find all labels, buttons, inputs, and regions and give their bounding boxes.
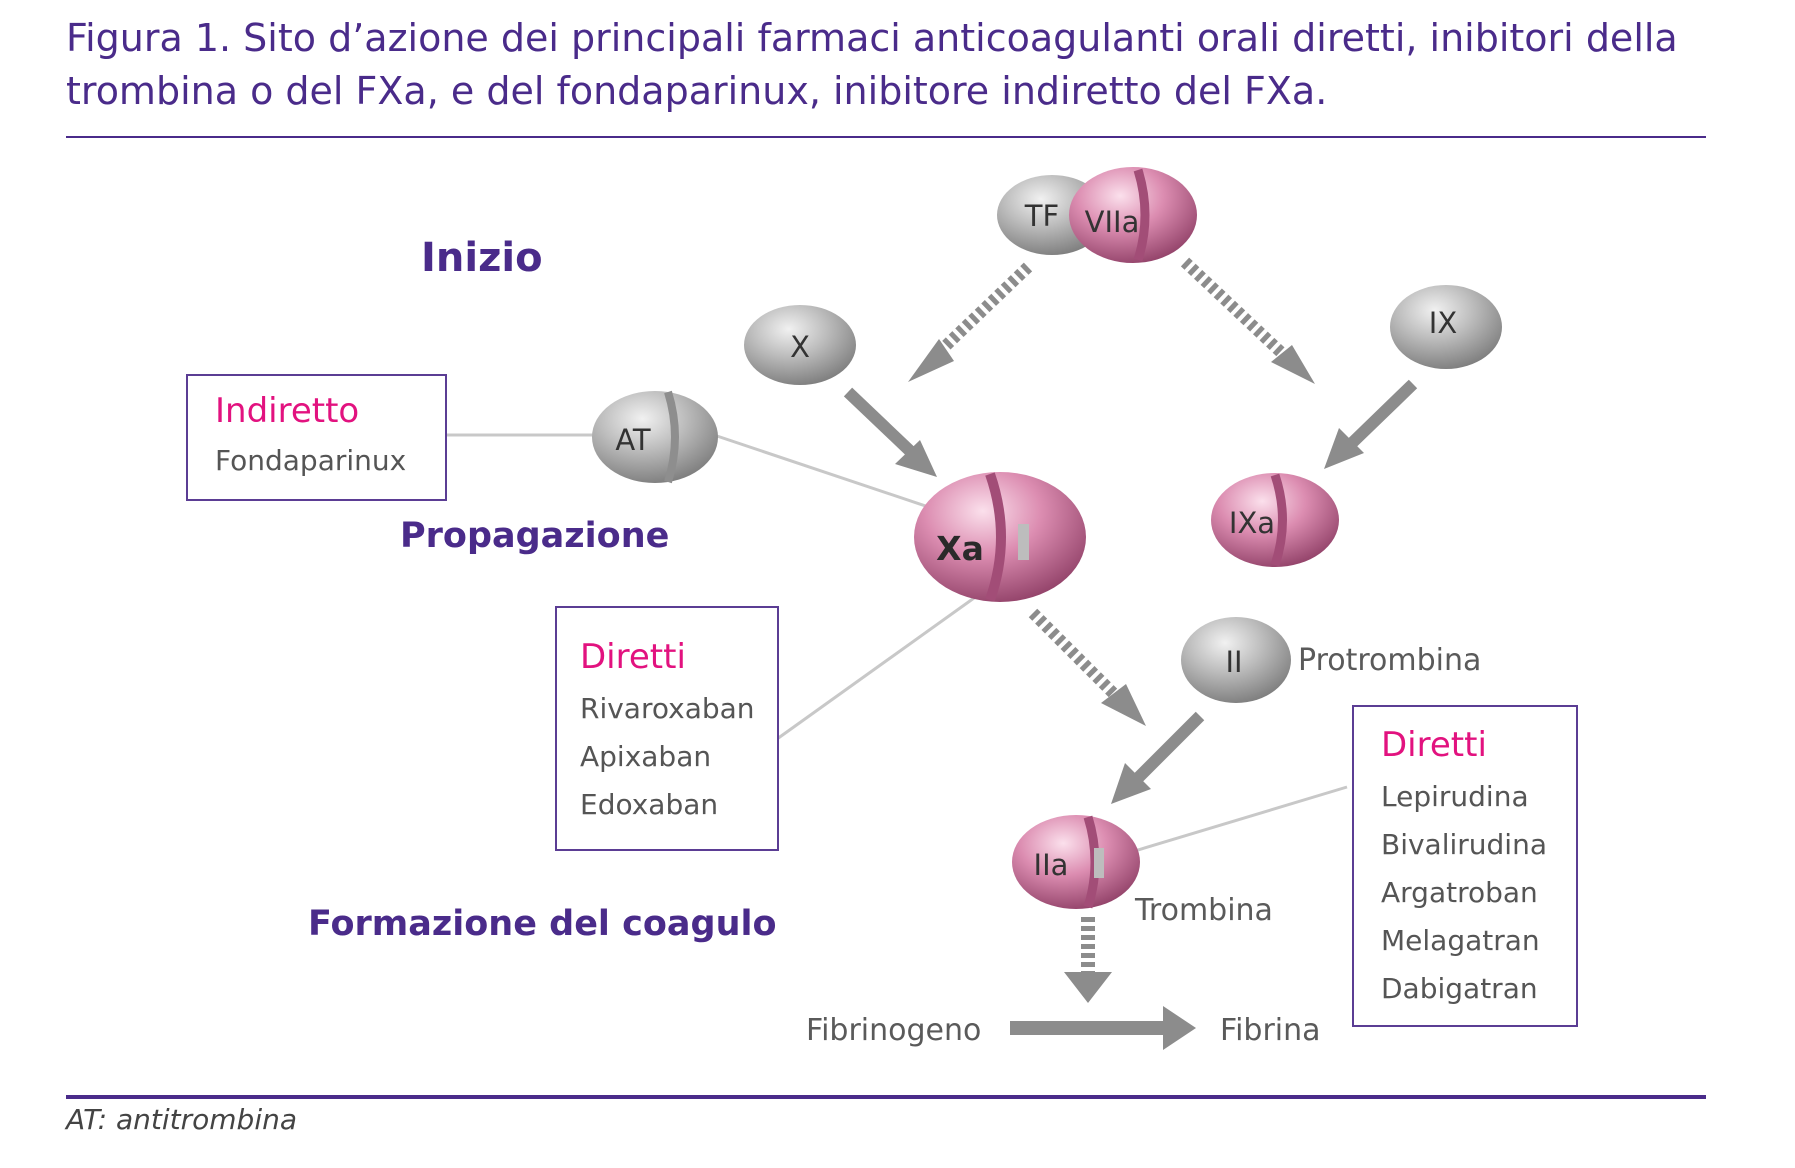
- diretti-xa-heading: Diretti: [580, 637, 686, 677]
- svg-text:IIa: IIa: [1034, 848, 1069, 882]
- diretti-iia-connector-line: [1097, 785, 1348, 864]
- protrombina-label: Protrombina: [1298, 643, 1481, 678]
- diretti-iia-item: Melagatran: [1381, 924, 1540, 957]
- viia-molecule: VIIa: [1069, 167, 1197, 263]
- diretti-iia-item: Argatroban: [1381, 876, 1538, 909]
- footer-rule: [66, 1095, 1706, 1099]
- svg-text:IXa: IXa: [1229, 506, 1275, 540]
- dashed-arrow-xa-to-iia: [1028, 608, 1146, 726]
- diretti-iia-item: Bivalirudina: [1381, 828, 1547, 861]
- ixa-molecule: IXa: [1211, 473, 1339, 567]
- dashed-arrow-iia-to-fibrin: [1064, 917, 1112, 1003]
- dashed-arrow-viia-to-x: [908, 262, 1033, 382]
- diretti-iia-item: Lepirudina: [1381, 780, 1529, 813]
- fibrinogeno-label: Fibrinogeno: [806, 1013, 981, 1048]
- indiretto-item: Fondaparinux: [215, 444, 406, 477]
- stage-propagazione: Propagazione: [400, 516, 669, 556]
- iia-inhibition-site: [1094, 848, 1104, 878]
- svg-text:X: X: [790, 330, 810, 364]
- svg-text:VIIa: VIIa: [1085, 205, 1140, 239]
- diretti-iia-heading: Diretti: [1381, 725, 1487, 765]
- title-rule: [66, 136, 1706, 138]
- diretti-xa-item: Rivaroxaban: [580, 692, 755, 725]
- svg-text:IX: IX: [1429, 306, 1457, 340]
- indiretto-heading: Indiretto: [215, 391, 359, 431]
- svg-text:TF: TF: [1024, 199, 1059, 233]
- ix-molecule: IX: [1390, 285, 1502, 369]
- indiretto-box: Indiretto Fondaparinux: [186, 374, 447, 501]
- diretti-iia-item: Dabigatran: [1381, 972, 1538, 1005]
- fibrina-label: Fibrina: [1220, 1013, 1321, 1048]
- ii-molecule: II: [1181, 617, 1291, 703]
- arrow-x-to-xa: [843, 387, 937, 477]
- trombina-label: Trombina: [1134, 893, 1273, 928]
- at-molecule: AT: [592, 390, 718, 484]
- footnote: AT: antitrombina: [66, 1103, 297, 1136]
- svg-text:Xa: Xa: [936, 529, 984, 568]
- xa-molecule: Xa: [914, 472, 1086, 602]
- xa-inhibition-site: [1018, 524, 1029, 560]
- stage-inizio: Inizio: [421, 235, 543, 281]
- arrow-fibrinogeno-to-fibrina: [1010, 1006, 1196, 1050]
- svg-text:II: II: [1225, 645, 1242, 679]
- arrow-ix-to-ixa: [1324, 379, 1418, 469]
- stage-formazione: Formazione del coagulo: [308, 904, 777, 944]
- diretti-iia-box: Diretti Lepirudina Bivalirudina Argatrob…: [1352, 705, 1578, 1027]
- x-molecule: X: [744, 305, 856, 385]
- dashed-arrow-viia-to-ix: [1180, 257, 1315, 384]
- diretti-xa-box: Diretti Rivaroxaban Apixaban Edoxaban: [555, 606, 779, 851]
- diretti-xa-item: Edoxaban: [580, 788, 718, 821]
- diretti-xa-connector-line: [776, 576, 1003, 741]
- svg-text:AT: AT: [615, 423, 651, 457]
- figure-title: Figura 1. Sito d’azione dei principali f…: [66, 16, 1678, 113]
- diretti-xa-item: Apixaban: [580, 740, 711, 773]
- iia-molecule: IIa: [1012, 815, 1140, 909]
- arrow-ii-to-iia: [1111, 711, 1205, 804]
